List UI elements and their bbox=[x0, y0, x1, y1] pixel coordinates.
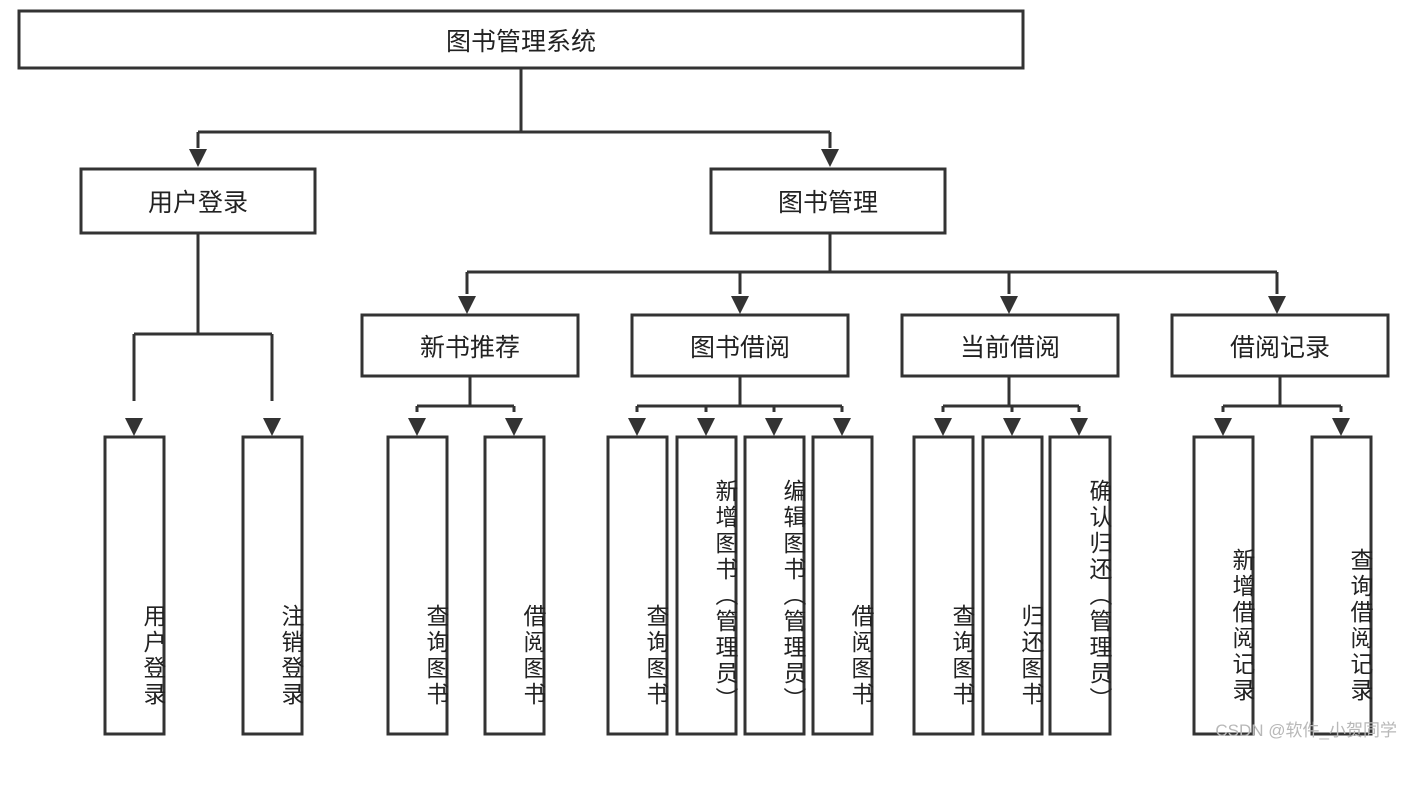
leaf-current-borrow-2[interactable] bbox=[981, 435, 1044, 736]
node-book-borrow[interactable] bbox=[630, 313, 850, 378]
arrow-bookmgmt-to-current bbox=[1000, 296, 1018, 314]
arrow-record-leaf-1 bbox=[1214, 418, 1232, 436]
node-current-borrow[interactable] bbox=[900, 313, 1120, 378]
leaf-new-book-1[interactable] bbox=[386, 435, 449, 736]
node-root[interactable] bbox=[17, 9, 1025, 70]
arrow-root-to-user-login bbox=[189, 149, 207, 167]
arrow-bookmgmt-to-record bbox=[1268, 296, 1286, 314]
arrow-borrow-leaf-3 bbox=[765, 418, 783, 436]
leaf-book-borrow-2[interactable] bbox=[675, 435, 738, 736]
connector-layer bbox=[125, 68, 1350, 436]
leaf-current-borrow-1[interactable] bbox=[912, 435, 975, 736]
arrow-bookmgmt-to-borrow bbox=[731, 296, 749, 314]
arrow-borrow-leaf-1 bbox=[628, 418, 646, 436]
node-book-management[interactable] bbox=[709, 167, 947, 235]
leaf-book-borrow-4[interactable] bbox=[811, 435, 874, 736]
arrow-record-leaf-2 bbox=[1332, 418, 1350, 436]
arrow-newbook-leaf-1 bbox=[408, 418, 426, 436]
arrow-current-leaf-3 bbox=[1070, 418, 1088, 436]
leaf-book-borrow-1[interactable] bbox=[606, 435, 669, 736]
arrow-userlogin-leaf-2 bbox=[263, 418, 281, 436]
arrow-borrow-leaf-2 bbox=[697, 418, 715, 436]
node-borrow-record[interactable] bbox=[1170, 313, 1390, 378]
leaf-user-login-2[interactable] bbox=[241, 435, 304, 736]
leaf-user-login-1[interactable] bbox=[103, 435, 166, 736]
node-new-book-recommend[interactable] bbox=[360, 313, 580, 378]
leaf-borrow-record-2[interactable] bbox=[1310, 435, 1373, 736]
arrow-bookmgmt-to-new-book bbox=[458, 296, 476, 314]
node-user-login[interactable] bbox=[79, 167, 317, 235]
arrow-current-leaf-2 bbox=[1003, 418, 1021, 436]
flowchart-diagram: 图书管理系统 用户登录 图书管理 新书推荐 图书借阅 当前借阅 借阅记录 用户登… bbox=[17, 9, 1397, 740]
arrow-current-leaf-1 bbox=[934, 418, 952, 436]
box-layer bbox=[17, 9, 1390, 736]
diagram-canvas bbox=[17, 9, 1390, 736]
arrow-userlogin-leaf-1 bbox=[125, 418, 143, 436]
arrow-newbook-leaf-2 bbox=[505, 418, 523, 436]
leaf-borrow-record-1[interactable] bbox=[1192, 435, 1255, 736]
leaf-current-borrow-3[interactable] bbox=[1048, 435, 1112, 736]
leaf-new-book-2[interactable] bbox=[483, 435, 546, 736]
arrow-borrow-leaf-4 bbox=[833, 418, 851, 436]
arrow-root-to-book-mgmt bbox=[821, 149, 839, 167]
leaf-book-borrow-3[interactable] bbox=[743, 435, 806, 736]
